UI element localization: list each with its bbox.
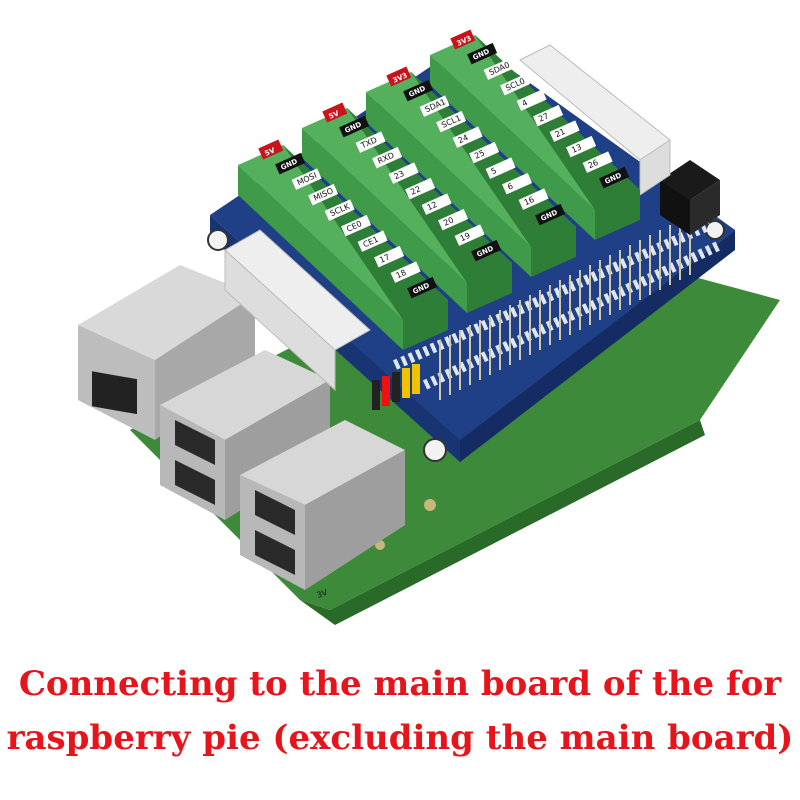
terminal-top-label: 5V xyxy=(328,109,341,121)
terminal-label-bg xyxy=(374,245,405,268)
terminal-top-tag xyxy=(450,29,476,50)
caption-line-1: Connecting to the main board of the for xyxy=(18,664,782,704)
terminal-label-bg xyxy=(533,104,564,127)
white-connector-right xyxy=(519,44,671,196)
terminal-top-tag xyxy=(258,139,284,160)
terminal-label-bg xyxy=(566,135,597,158)
terminal-pin-label: 25 xyxy=(473,148,486,160)
terminal-label-bg xyxy=(339,115,370,138)
terminal-label-bg xyxy=(436,110,467,133)
terminal-label-bg xyxy=(518,188,549,210)
terminal-pin-label: 24 xyxy=(457,133,470,145)
svg-text:3V: 3V xyxy=(316,588,329,600)
terminal-label-bg xyxy=(355,131,386,153)
caption-line-2: raspberry pie (excluding the main board) xyxy=(6,718,794,758)
terminal-pin-label: 27 xyxy=(537,111,550,123)
terminal-label-bg xyxy=(485,157,516,179)
terminal-label-bg xyxy=(469,141,500,164)
terminal-label-bg xyxy=(372,146,403,169)
terminal-label-bg xyxy=(308,183,339,206)
terminal-pin-label: 22 xyxy=(409,184,422,196)
terminal-label-bg xyxy=(403,79,434,102)
terminal-label-bg xyxy=(407,276,438,299)
terminal-label-bg xyxy=(341,214,372,237)
jumper-headers xyxy=(372,364,420,410)
terminal-label-bg xyxy=(467,42,498,65)
terminal-label-bg xyxy=(452,126,483,148)
terminal-pin-label: 6 xyxy=(506,182,514,192)
terminal-label-bg xyxy=(405,177,436,200)
terminal-pin-label: 17 xyxy=(378,252,391,264)
terminal-label-bg xyxy=(516,89,547,111)
terminal-label-bg xyxy=(421,193,452,215)
terminal-pin-label: 4 xyxy=(521,98,529,108)
gpio-pins xyxy=(439,215,691,400)
terminal-label-bg xyxy=(599,166,630,189)
terminal-label-bg xyxy=(471,239,502,262)
terminal-label-bg xyxy=(438,208,469,231)
terminal-label-bg xyxy=(419,95,450,117)
terminal-label-bg xyxy=(390,261,421,283)
terminal-label-bg xyxy=(582,151,613,173)
terminal-pin-label: 12 xyxy=(426,200,439,212)
terminal-pin-label: 18 xyxy=(395,268,408,280)
terminal-pin-label: 23 xyxy=(393,169,406,181)
terminal-label-bg xyxy=(357,230,388,252)
terminal-pin-label: 21 xyxy=(554,127,567,139)
terminal-label-bg xyxy=(388,162,419,184)
terminal-top-tag xyxy=(386,66,412,87)
terminal-pin-label: 13 xyxy=(570,142,583,154)
terminal-label-bg xyxy=(483,58,514,80)
terminal-pin-label: 16 xyxy=(523,195,536,207)
usb-port-lower xyxy=(240,420,405,590)
terminal-label-bg xyxy=(275,152,306,175)
terminal-label-bg xyxy=(549,120,580,142)
terminal-label-bg xyxy=(454,224,485,246)
terminal-label-bg xyxy=(291,168,322,190)
terminal-pin-label: 19 xyxy=(459,231,472,243)
terminal-label-bg xyxy=(535,203,566,226)
jumper-block xyxy=(660,160,720,235)
terminal-pin-label: 26 xyxy=(587,158,600,170)
terminal-label-bg xyxy=(502,172,533,195)
terminal-label-bg xyxy=(500,73,531,96)
terminal-top-tag xyxy=(322,102,348,123)
terminal-top-label: 5V xyxy=(264,146,277,158)
product-photo: 3V xyxy=(78,29,780,625)
terminal-pin-label: 20 xyxy=(442,215,455,227)
terminal-pin-label: 5 xyxy=(490,166,498,176)
white-connector-left xyxy=(224,229,371,392)
terminal-label-bg xyxy=(324,199,355,221)
